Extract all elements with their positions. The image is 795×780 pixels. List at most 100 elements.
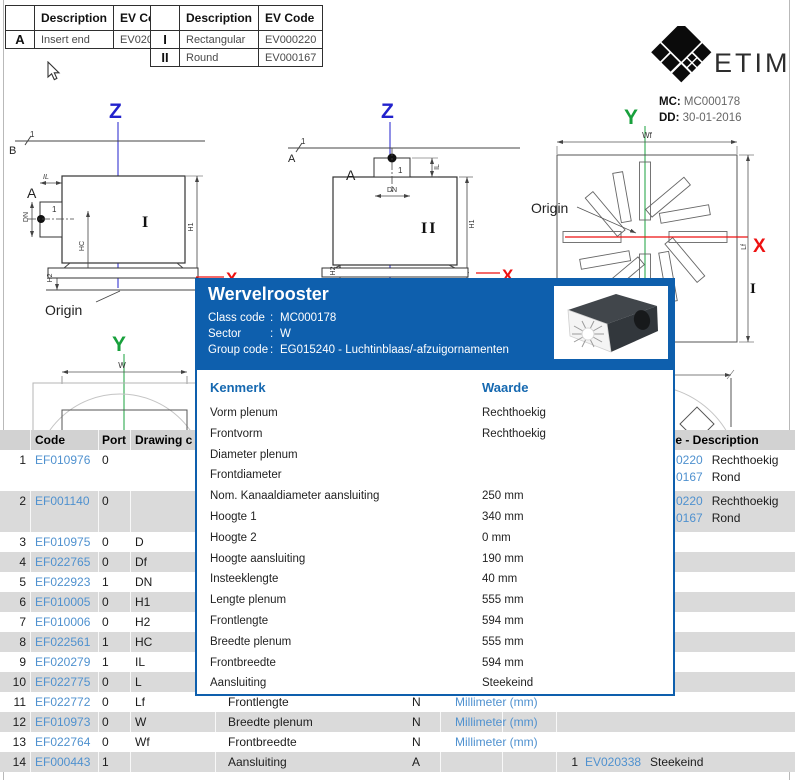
port-value: 1 (102, 755, 109, 769)
attribute-value: Rechthoekig (482, 407, 546, 419)
drawing-code: H2 (135, 615, 151, 629)
legend-cell: A (5, 30, 35, 49)
dim-il-label-2: IL (434, 164, 441, 170)
attribute-name: Frontbreedte (210, 656, 276, 669)
attribute-name: Hoogte 1 (210, 511, 257, 523)
column-separator (98, 430, 99, 772)
dim-hc-label: HC (79, 241, 86, 251)
feature-code-link[interactable]: EF022923 (35, 575, 91, 589)
port-value: 0 (102, 494, 109, 508)
feature-code-link[interactable]: EF010006 (35, 615, 91, 629)
attribute-value: 555 mm (482, 594, 524, 607)
dim-a-label-2: A (346, 167, 356, 183)
row-number: 5 (19, 575, 26, 589)
popup-info-row: Class code:MC000178 (208, 310, 509, 326)
unit-link[interactable]: Millimeter (mm) (455, 715, 538, 729)
attribute-name: Frontvorm (210, 427, 263, 440)
feature-type: N (412, 735, 421, 749)
feature-code-link[interactable]: EF001140 (35, 494, 90, 508)
value-code-link[interactable]: EV020338 (585, 755, 642, 769)
row-number: 11 (13, 695, 26, 709)
port-value: 0 (102, 715, 109, 729)
feature-code-link[interactable]: EF022772 (35, 695, 91, 709)
attribute-value: 555 mm (482, 635, 524, 648)
dim-h1-label: H1 (188, 222, 195, 231)
attribute-value: 594 mm (482, 615, 524, 627)
view-ii-label: II (421, 220, 437, 237)
row-number: 2 (19, 494, 26, 508)
y-axis-label-2: Y (112, 333, 126, 356)
attribute-value: 0 mm (482, 531, 511, 544)
attribute-name: Frontdiameter (210, 469, 282, 482)
attribute-value: Rechthoekig (482, 427, 546, 440)
attribute-name: Insteeklengte (210, 573, 279, 586)
tick-label-2: 1 (301, 137, 306, 146)
tick-label: 1 (30, 130, 35, 139)
feature-code-link[interactable]: EF010976 (35, 453, 91, 467)
dim-a-label: A (27, 185, 37, 201)
col-header-drawing-code: Drawing c (135, 433, 193, 447)
value-code-link[interactable]: 0167 (676, 511, 703, 525)
attribute-value: 250 mm (482, 490, 524, 503)
port-value: 0 (102, 675, 109, 689)
value-code-link[interactable]: 0220 (676, 494, 703, 508)
popup-attribute-row: Diameter plenum (197, 446, 673, 467)
origin-label: Origin (45, 302, 82, 318)
feature-code-link[interactable]: EF022765 (35, 555, 91, 569)
unit-link[interactable]: Millimeter (mm) (455, 695, 538, 709)
feature-code-link[interactable]: EF020279 (35, 655, 91, 669)
value-description: Rechthoekig (711, 494, 779, 508)
feature-code-link[interactable]: EF010973 (35, 715, 91, 729)
row-number: 6 (19, 595, 26, 609)
feature-type: N (412, 695, 421, 709)
popup-info-row: Sector:W (208, 326, 509, 342)
dim-w-label: W (118, 361, 126, 370)
dim-dn-label: DN (23, 212, 30, 222)
attribute-value: Steekeind (482, 677, 534, 690)
feature-code-link[interactable]: EF000443 (35, 755, 91, 769)
unit-link[interactable]: Millimeter (mm) (455, 735, 538, 749)
column-separator (30, 430, 31, 772)
attribute-value: 190 mm (482, 552, 524, 565)
col-header-code: Code (35, 433, 65, 447)
attribute-name: Hoogte 2 (210, 531, 257, 544)
dd-value: 30-01-2016 (682, 112, 742, 124)
attribute-name: Breedte plenum (210, 635, 292, 648)
value-description: Steekeind (650, 755, 704, 769)
popup-attribute-row: Frontdiameter (197, 466, 673, 487)
feature-code-link[interactable]: EF010975 (35, 535, 91, 549)
popup-info-label: Sector (208, 328, 242, 340)
port-value: 1 (102, 635, 109, 649)
dim-h2-label-2: H2 (330, 266, 337, 275)
drawing-code: H1 (135, 595, 151, 609)
feature-code-link[interactable]: EF022775 (35, 675, 91, 689)
page-border-right (789, 0, 790, 780)
value-code-link[interactable]: 0167 (676, 470, 703, 484)
popup-attribute-row: Frontvorm Rechthoekig (197, 425, 673, 446)
document-meta: MC: MC000178 DD: 30-01-2016 (659, 94, 741, 126)
drawing-code: D (135, 535, 144, 549)
feature-type: N (412, 715, 421, 729)
feature-code-link[interactable]: EF022764 (35, 735, 91, 749)
popup-info-separator: : (270, 312, 274, 324)
value-code-link[interactable]: 0220 (676, 453, 703, 467)
popup-info-value: W (280, 328, 291, 340)
port-value: 0 (102, 615, 109, 629)
feature-code-link[interactable]: EF022561 (35, 635, 91, 649)
drawing-code: IL (135, 655, 146, 669)
popup-info-row: Group code:EG015240 - Luchtinblaas/-afzu… (208, 342, 509, 358)
popup-attribute-row: Hoogte 2 0 mm (197, 529, 673, 550)
feature-description: Breedte plenum (228, 715, 313, 729)
feature-code-link[interactable]: EF010005 (35, 595, 91, 609)
row-number: 3 (19, 535, 26, 549)
